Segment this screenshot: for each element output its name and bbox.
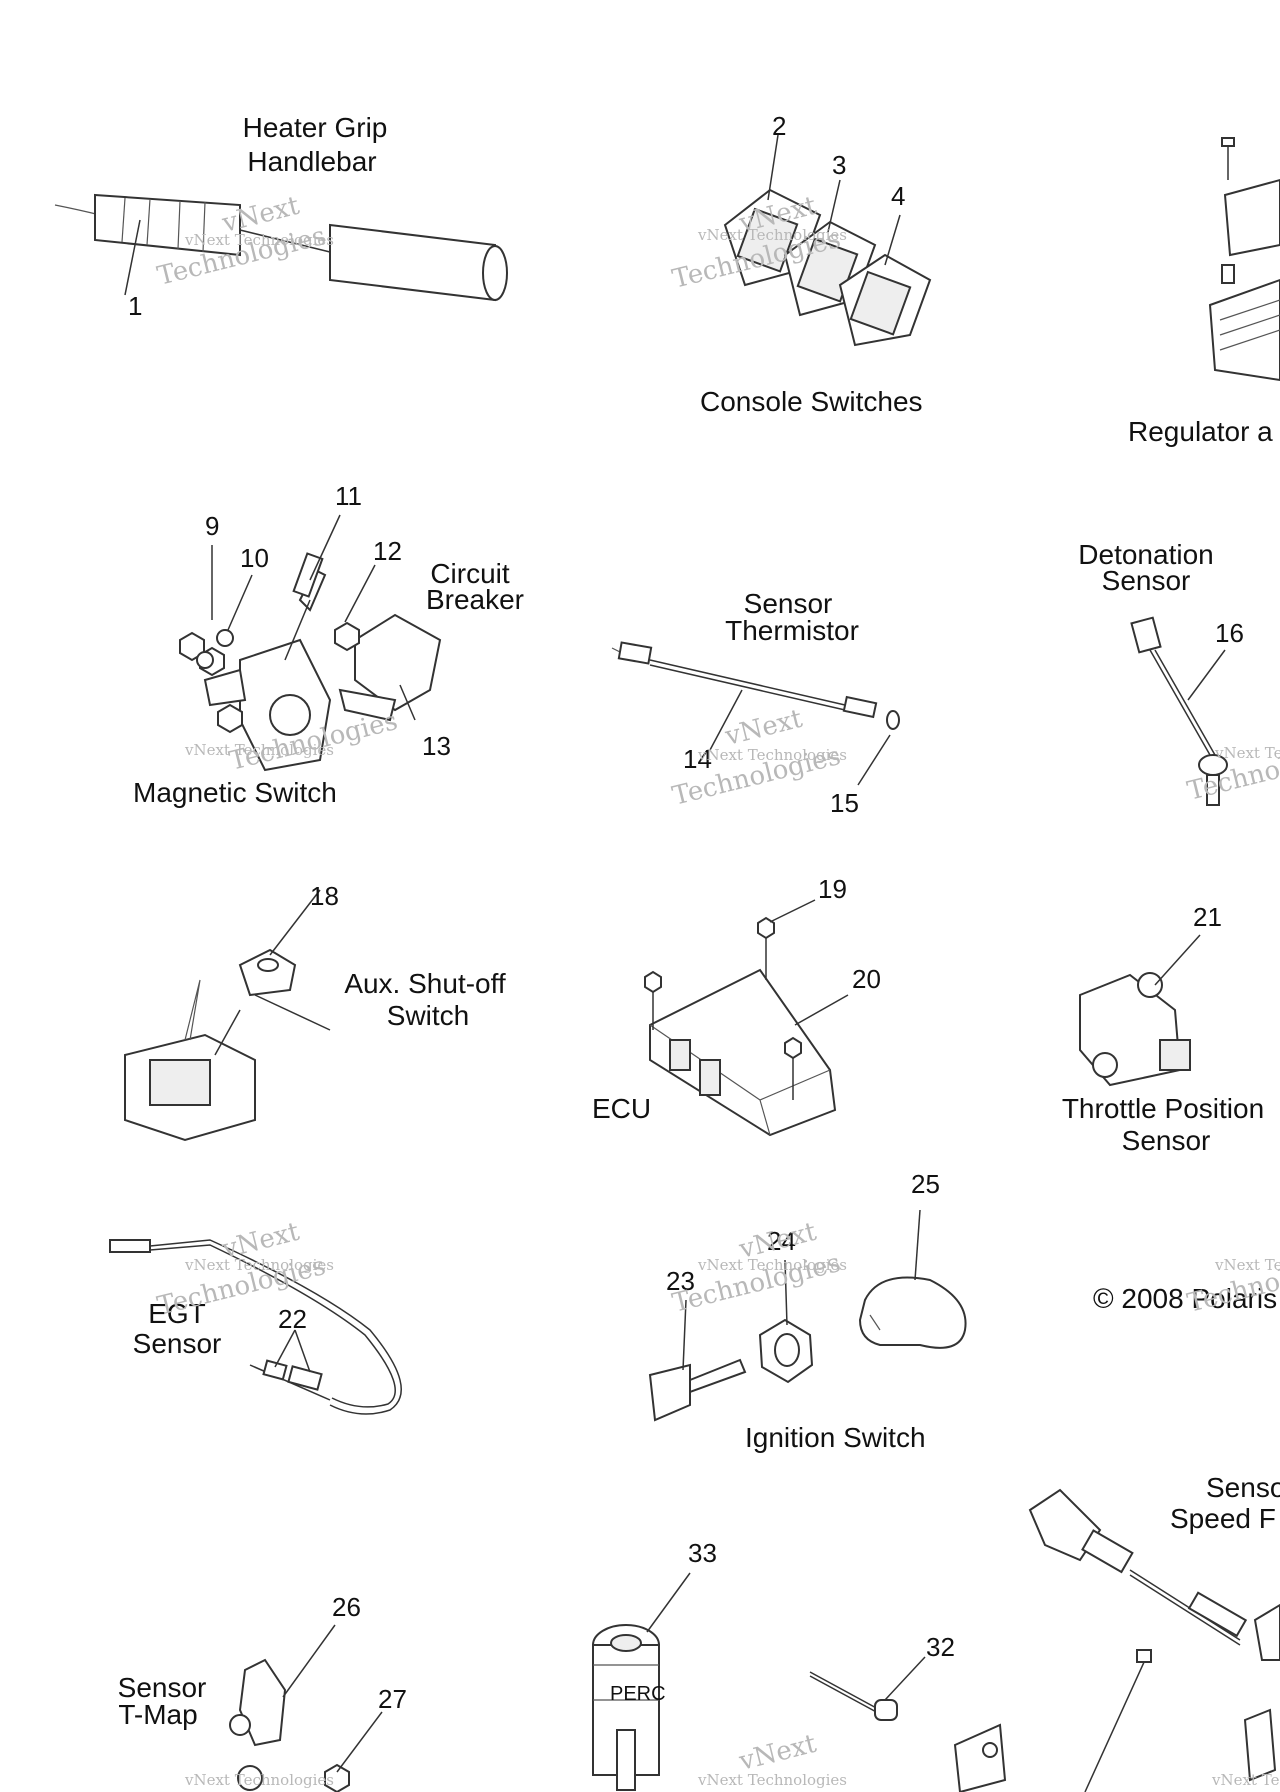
circuit-breaker-label-line2: Breaker	[426, 584, 524, 615]
part-number-13: 13	[422, 731, 451, 761]
part-number-24: 24	[767, 1226, 796, 1256]
ignition-switch-illustration	[648, 1209, 967, 1422]
part-number-18: 18	[310, 881, 339, 911]
sensor-thermistor-illustration	[611, 641, 900, 786]
sensor-thermistor-label-line2: Thermistor	[725, 615, 859, 646]
part-number-19: 19	[818, 874, 847, 904]
part-number-23: 23	[666, 1266, 695, 1296]
throttle-position-sensor-illustration	[1079, 934, 1201, 1087]
watermark-text-11a: vNext Technologies	[1211, 1771, 1280, 1789]
circuit-breaker-illustration	[334, 564, 442, 722]
throttle-position-label-line1: Throttle Position	[1062, 1093, 1264, 1124]
watermark-5: vNext Technologies Technologies	[1184, 736, 1280, 807]
part-number-12: 12	[373, 536, 402, 566]
sensor-speed-illustration	[1028, 1488, 1280, 1792]
ecu-label: ECU	[592, 1093, 651, 1124]
part-number-10: 10	[240, 543, 269, 573]
watermark-text-4a: vNext Technologies	[697, 746, 847, 764]
watermark-11: vNext Technologies	[1211, 1771, 1280, 1789]
detonation-sensor-label-line1: Detonation	[1078, 539, 1213, 570]
part-number-25: 25	[911, 1169, 940, 1199]
regulator-label: Regulator a	[1128, 416, 1273, 447]
heater-grip-handlebar-illustration	[54, 193, 508, 302]
sensor-speed-label-line2: Speed F	[1170, 1503, 1276, 1534]
watermark-text-9a: vNext Technologies	[184, 1771, 334, 1789]
part-number-4: 4	[891, 181, 905, 211]
sensor-tmap-label-line1: Sensor	[118, 1672, 207, 1703]
watermark-9: vNext Technologies	[184, 1771, 334, 1789]
part-number-32: 32	[926, 1632, 955, 1662]
magnetic-switch-label: Magnetic Switch	[133, 777, 337, 808]
part-number-15: 15	[830, 788, 859, 818]
part-number-14: 14	[683, 744, 712, 774]
watermark-text-10a: vNext Technologies	[697, 1771, 847, 1789]
watermark-10: vNext Technologies vNext	[697, 1729, 847, 1789]
sensor-thermistor-label-line1: Sensor	[744, 588, 833, 619]
part-number-11: 11	[335, 481, 362, 511]
ignition-switch-label: Ignition Switch	[745, 1422, 926, 1453]
part-number-9: 9	[205, 511, 219, 541]
watermark-text-6a: vNext Technologies	[184, 1256, 334, 1274]
part-number-3: 3	[832, 150, 846, 180]
sensor-tmap-label-line2: T-Map	[118, 1699, 197, 1730]
sensor-speed-label-line1: Senso	[1206, 1472, 1280, 1503]
watermark-7: vNext Technologies Technologies vNext	[669, 1217, 847, 1319]
circuit-breaker-label-line1: Circuit	[430, 558, 510, 589]
detonation-sensor-illustration	[1130, 616, 1228, 806]
console-switches-label: Console Switches	[700, 386, 923, 417]
watermark-6: vNext Technologies Technologies vNext	[154, 1217, 334, 1322]
perc-switch-illustration	[592, 1572, 691, 1791]
part-number-22: 22	[278, 1304, 307, 1334]
watermark-text-1a: vNext Technologies	[184, 231, 334, 249]
perc-label: PERC	[610, 1683, 666, 1705]
copyright-notice: © 2008 Polaris	[1093, 1283, 1277, 1314]
watermark-text-4c: vNext	[721, 704, 805, 752]
detonation-sensor-label-line2: Sensor	[1102, 565, 1191, 596]
regulator-illustration	[1208, 137, 1280, 382]
egt-sensor-label-line2: Sensor	[133, 1328, 222, 1359]
watermark-text-7a: vNext Technologies	[697, 1256, 847, 1274]
part-number-16: 16	[1215, 618, 1244, 648]
part-number-1: 1	[128, 291, 142, 321]
watermark-text-3a: vNext Technologies	[184, 741, 334, 759]
ecu-illustration	[644, 899, 849, 1137]
part-number-2: 2	[772, 111, 786, 141]
watermark-text-10c: vNext	[735, 1729, 819, 1777]
watermark-text-5a: vNext Technologies	[1214, 744, 1280, 762]
egt-sensor-illustration	[109, 1239, 402, 1415]
part-number-26: 26	[332, 1592, 361, 1622]
part-32-illustration	[809, 1656, 1007, 1792]
heater-grip-label-line2: Handlebar	[247, 146, 376, 177]
aux-shutoff-label-line1: Aux. Shut-off	[344, 968, 506, 999]
heater-grip-label-line1: Heater Grip	[243, 112, 388, 143]
part-number-33: 33	[688, 1538, 717, 1568]
part-number-21: 21	[1193, 902, 1222, 932]
aux-shutoff-switch-illustration	[124, 889, 331, 1142]
watermark-text-2a: vNext Technologies	[697, 226, 847, 244]
sensor-tmap-illustration	[229, 1624, 383, 1792]
aux-shutoff-label-line2: Switch	[387, 1000, 469, 1031]
throttle-position-label-line2: Sensor	[1122, 1125, 1211, 1156]
console-switches-illustration	[723, 134, 932, 347]
watermark-text-8a: vNext Technologies	[1214, 1256, 1280, 1274]
part-number-20: 20	[852, 964, 881, 994]
magnetic-switch-illustration	[179, 514, 341, 772]
part-number-27: 27	[378, 1684, 407, 1714]
egt-sensor-label-line1: EGT	[148, 1298, 206, 1329]
